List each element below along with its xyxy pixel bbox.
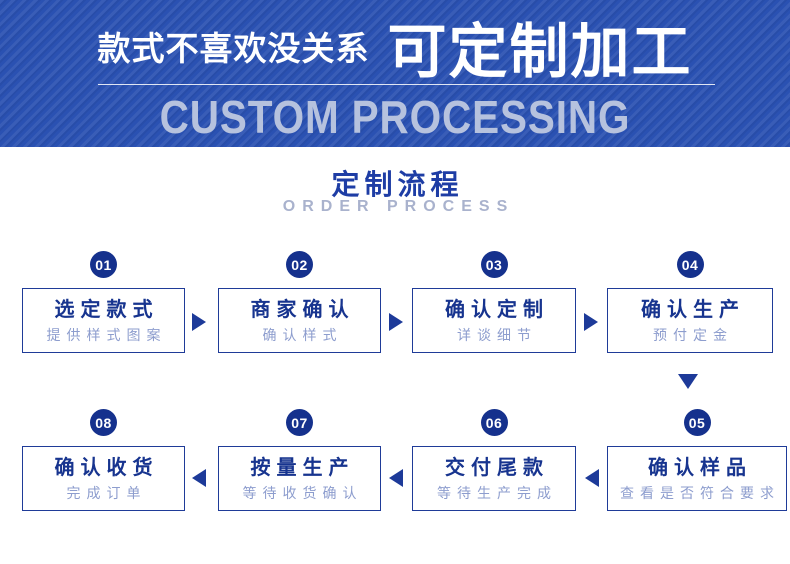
arrow-left-icon	[585, 469, 599, 487]
step-desc: 等待收货确认	[242, 485, 363, 501]
step-title: 商家确认	[250, 299, 355, 321]
step-desc: 提供样式图案	[46, 327, 167, 343]
section-subtitle-en: ORDER PROCESS	[282, 198, 515, 215]
banner-headline: 款式不喜欢没关系 可定制加工	[0, 8, 790, 85]
step-number-badge: 05	[683, 409, 711, 436]
step-05: 05 确认样品 查看是否符合要求	[607, 409, 787, 511]
step-07: 07 按量生产 等待收货确认	[218, 409, 381, 511]
step-box: 确认样品 查看是否符合要求	[607, 446, 787, 511]
step-box: 确认定制 详谈细节	[412, 288, 576, 353]
section-title: 定制流程	[331, 169, 464, 200]
step-03: 03 确认定制 详谈细节	[412, 251, 576, 353]
arrow-right-icon	[192, 313, 206, 331]
step-box: 确认收货 完成订单	[22, 446, 185, 511]
step-number-badge: 06	[480, 409, 508, 436]
step-box: 交付尾款 等待生产完成	[412, 446, 576, 511]
arrow-left-icon	[192, 469, 206, 487]
step-08: 08 确认收货 完成订单	[22, 409, 185, 511]
banner-divider	[98, 84, 715, 85]
step-title: 确认样品	[648, 457, 752, 479]
step-04: 04 确认生产 预付定金	[607, 251, 773, 353]
step-box: 按量生产 等待收货确认	[218, 446, 381, 511]
arrow-right-icon	[389, 313, 403, 331]
step-number-badge: 04	[676, 251, 704, 278]
step-number-badge: 07	[286, 409, 313, 436]
step-box: 确认生产 预付定金	[607, 288, 773, 353]
step-box: 选定款式 提供样式图案	[22, 288, 185, 353]
step-06: 06 交付尾款 等待生产完成	[412, 409, 576, 511]
step-title: 确认定制	[445, 299, 549, 321]
step-title: 确认收货	[54, 457, 159, 479]
step-desc: 等待生产完成	[437, 485, 557, 501]
arrow-left-icon	[389, 469, 403, 487]
arrow-right-icon	[584, 313, 598, 331]
banner-title: 可定制加工	[387, 18, 693, 85]
step-number-badge: 03	[480, 251, 508, 278]
step-desc: 查看是否符合要求	[620, 485, 780, 501]
step-title: 确认生产	[641, 299, 745, 321]
step-02: 02 商家确认 确认样式	[218, 251, 381, 353]
step-box: 商家确认 确认样式	[218, 288, 381, 353]
step-desc: 详谈细节	[457, 327, 537, 343]
step-title: 按量生产	[250, 457, 355, 479]
step-number-badge: 02	[286, 251, 313, 278]
step-title: 选定款式	[54, 299, 159, 321]
step-desc: 预付定金	[653, 327, 733, 343]
arrow-down-icon	[678, 374, 698, 389]
step-desc: 完成订单	[66, 485, 147, 501]
step-01: 01 选定款式 提供样式图案	[22, 251, 185, 353]
step-number-badge: 01	[90, 251, 117, 278]
banner-subtitle-en: CUSTOM PROCESSING	[159, 91, 631, 143]
step-desc: 确认样式	[262, 327, 343, 343]
step-number-badge: 08	[90, 409, 117, 436]
banner-tagline: 款式不喜欢没关系	[97, 30, 370, 67]
banner: 款式不喜欢没关系 可定制加工 CUSTOM PROCESSING	[0, 0, 790, 147]
step-title: 交付尾款	[445, 457, 549, 479]
